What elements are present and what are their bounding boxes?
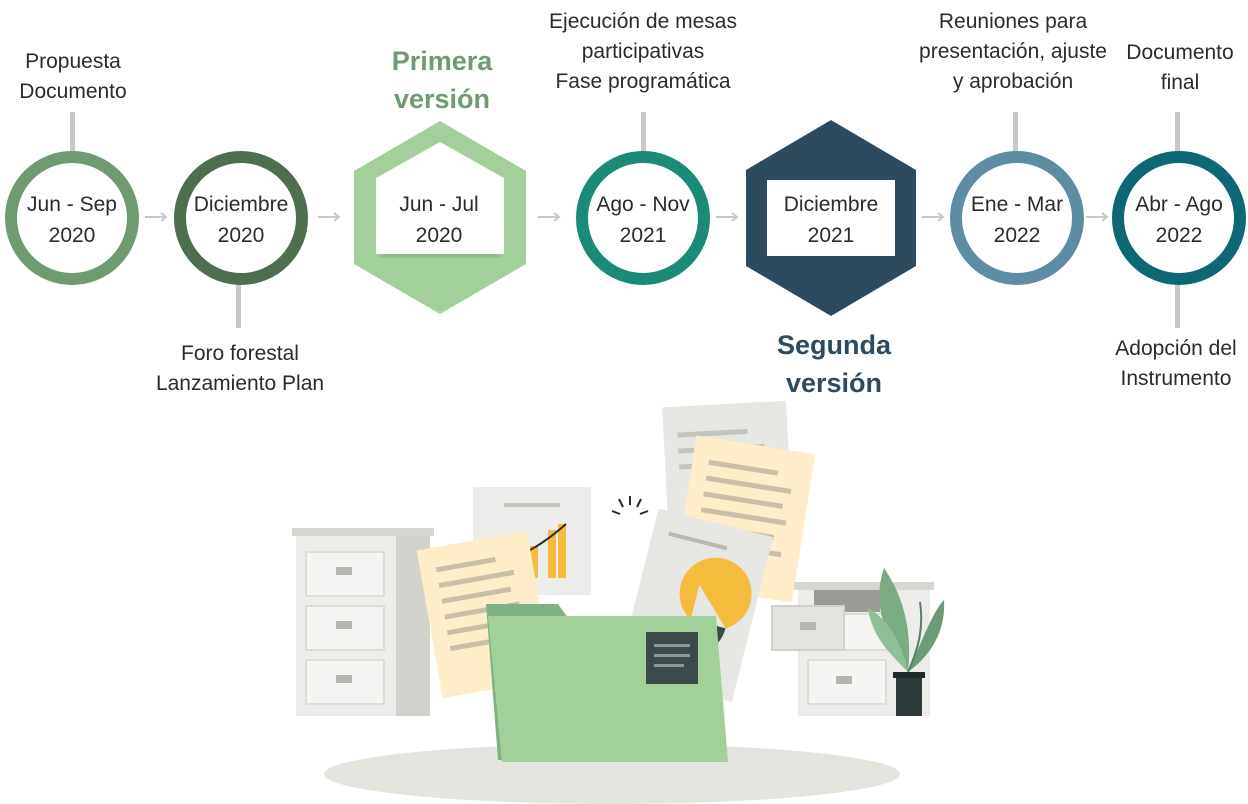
- arrow-connector-5: [922, 212, 945, 222]
- arrow-connector-4: [716, 212, 739, 222]
- milestone-7-date: Abr - Ago: [1135, 193, 1223, 216]
- milestone-3-card: [376, 142, 504, 254]
- arrow-connector-6: [1086, 212, 1109, 222]
- stem-propuesta: [70, 112, 75, 154]
- label-propuesta-documento: Propuesta Documento: [19, 50, 127, 103]
- milestone-2-ring: [174, 151, 308, 285]
- milestone-6: Ene - Mar 2022: [950, 151, 1084, 285]
- label-foro-forestal: Foro forestal Lanzamiento Plan: [155, 342, 325, 395]
- document-folder-illustration: [292, 400, 945, 804]
- arrow-connector-2: [318, 212, 341, 222]
- floor-shadow: [324, 744, 900, 804]
- milestone-5-card: [767, 180, 895, 256]
- stem-documento-final: [1175, 112, 1180, 154]
- label-reuniones: Reuniones para presentación, ajuste y ap…: [919, 10, 1107, 93]
- milestone-2-date: Diciembre: [194, 193, 289, 216]
- label-ejecucion-mesas: Ejecución de mesas participativas Fase p…: [549, 10, 737, 93]
- milestone-5: Diciembre 2021: [746, 120, 916, 316]
- stem-adopcion: [1175, 284, 1180, 328]
- milestone-5-year: 2021: [808, 224, 855, 247]
- milestone-3: Jun - Jul 2020: [354, 121, 526, 314]
- milestone-4: Ago - Nov 2021: [576, 151, 710, 285]
- label-adopcion-instrumento: Adopción del Instrumento: [1115, 337, 1237, 390]
- milestone-3-year: 2020: [416, 224, 463, 247]
- label-segunda-version: Segunda versión: [776, 330, 891, 398]
- milestone-7-ring: [1112, 151, 1246, 285]
- milestone-6-date: Ene - Mar: [971, 193, 1063, 216]
- arrow-connector-3: [538, 212, 561, 222]
- label-documento-final: Documento final: [1126, 41, 1234, 94]
- filing-cabinet-left: [292, 528, 434, 716]
- potted-plant: [868, 568, 945, 716]
- milestone-1-year: 2020: [49, 224, 96, 247]
- milestone-4-date: Ago - Nov: [596, 193, 690, 216]
- folder-front: [488, 616, 728, 762]
- milestone-4-ring: [576, 151, 710, 285]
- milestone-2-year: 2020: [218, 224, 265, 247]
- stem-foro: [236, 284, 241, 328]
- milestone-1-ring: [5, 151, 139, 285]
- stem-ejecucion: [641, 112, 646, 154]
- arrow-connector-1: [145, 212, 168, 222]
- milestone-1-date: Jun - Sep: [27, 193, 117, 216]
- milestone-6-ring: [950, 151, 1084, 285]
- milestone-4-year: 2021: [620, 224, 667, 247]
- milestone-1: Jun - Sep 2020: [5, 151, 139, 285]
- milestone-7: Abr - Ago 2022: [1112, 151, 1246, 285]
- stem-reuniones: [1013, 112, 1018, 154]
- milestone-2: Diciembre 2020: [174, 151, 308, 285]
- sparkle-icon: [611, 496, 649, 515]
- milestone-3-date: Jun - Jul: [399, 193, 478, 216]
- label-primera-version: Primera versión: [391, 46, 493, 114]
- milestone-7-year: 2022: [1156, 224, 1203, 247]
- milestone-5-date: Diciembre: [784, 193, 879, 216]
- milestone-6-year: 2022: [994, 224, 1041, 247]
